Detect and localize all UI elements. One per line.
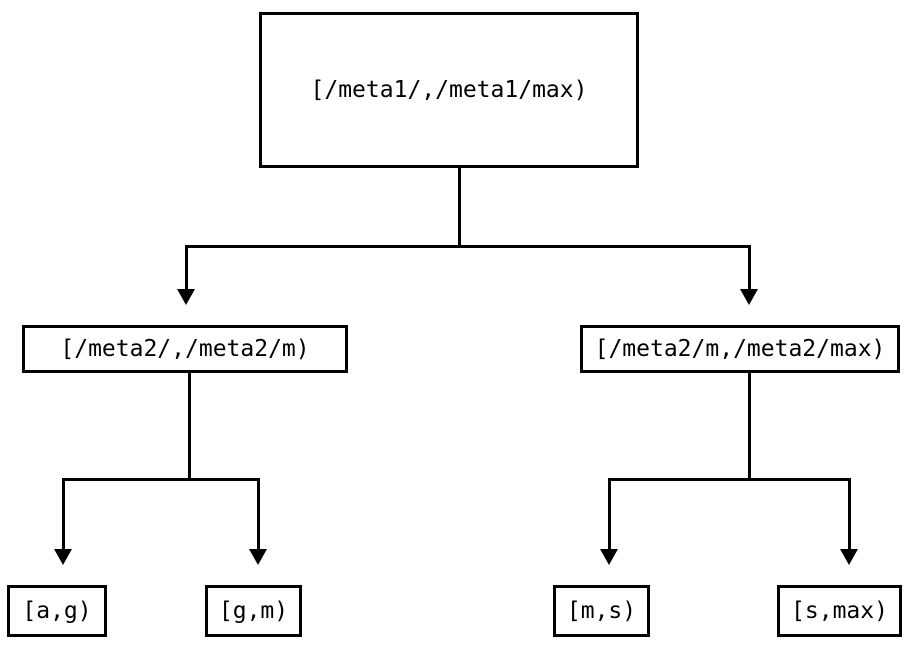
arrow-down-icon-mid-right xyxy=(740,289,758,305)
node-mid-left-label: [/meta2/,/meta2/m) xyxy=(60,335,310,362)
edge-root-bar xyxy=(185,245,751,248)
arrow-down-icon-leaf-smax xyxy=(840,549,858,565)
edge-mid-left-bar xyxy=(62,478,260,481)
node-leaf-ag-label: [a,g) xyxy=(22,597,92,624)
edge-mid-left-to-leaf-gm xyxy=(257,478,260,550)
node-leaf-ms-label: [m,s) xyxy=(566,597,637,624)
arrow-down-icon-leaf-gm xyxy=(249,549,267,565)
arrow-down-icon-leaf-ag xyxy=(54,549,72,565)
edge-mid-right-to-leaf-smax xyxy=(848,478,851,550)
arrow-down-icon-leaf-ms xyxy=(600,549,618,565)
edge-mid-right-bar xyxy=(608,478,851,481)
edge-root-stem xyxy=(458,168,461,248)
edge-root-to-mid-left xyxy=(185,245,188,290)
edge-mid-right-to-leaf-ms xyxy=(608,478,611,550)
node-leaf-smax-label: [s,max) xyxy=(791,597,888,624)
node-mid-left[interactable]: [/meta2/,/meta2/m) xyxy=(22,325,348,373)
edge-root-to-mid-right xyxy=(748,245,751,290)
arrow-down-icon-mid-left xyxy=(177,289,195,305)
node-mid-right-label: [/meta2/m,/meta2/max) xyxy=(594,335,886,362)
node-leaf-smax[interactable]: [s,max) xyxy=(777,585,902,637)
edge-mid-right-stem xyxy=(748,373,751,481)
edge-mid-left-stem xyxy=(188,373,191,481)
node-leaf-gm[interactable]: [g,m) xyxy=(205,585,302,637)
node-root[interactable]: [/meta1/,/meta1/max) xyxy=(259,12,639,168)
node-leaf-gm-label: [g,m) xyxy=(218,597,289,624)
edge-mid-left-to-leaf-ag xyxy=(62,478,65,550)
node-leaf-ag[interactable]: [a,g) xyxy=(7,585,107,637)
node-leaf-ms[interactable]: [m,s) xyxy=(553,585,650,637)
node-root-label: [/meta1/,/meta1/max) xyxy=(310,76,588,103)
node-mid-right[interactable]: [/meta2/m,/meta2/max) xyxy=(580,325,900,373)
